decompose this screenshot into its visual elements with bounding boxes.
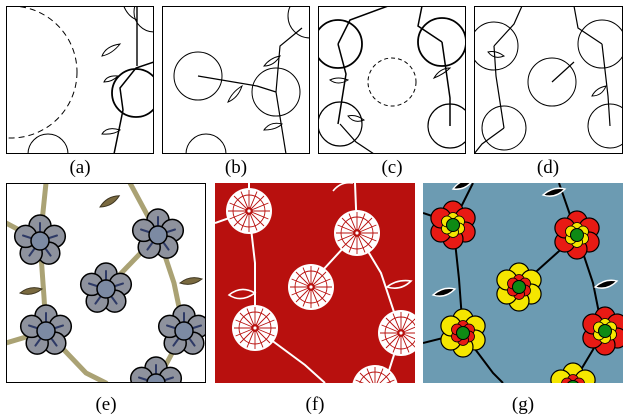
caption-g: (g) — [511, 394, 535, 415]
panel-b-drawing — [162, 6, 310, 154]
stem-a — [113, 61, 154, 154]
panel-g — [423, 183, 623, 383]
panel-a — [6, 6, 154, 154]
circle-top-right — [133, 6, 154, 33]
panel-c — [318, 6, 466, 154]
caption-a: (a) — [69, 157, 91, 178]
caption-f: (f) — [305, 394, 325, 415]
leaf-3 — [101, 128, 122, 135]
panel-e — [6, 183, 206, 383]
panel-b — [162, 6, 310, 154]
panel-g-drawing — [423, 183, 623, 383]
panel-d-drawing — [474, 6, 623, 154]
panel-e-drawing — [6, 183, 206, 383]
panel-a-drawing — [6, 6, 154, 154]
caption-e: (e) — [95, 394, 117, 415]
panel-c-drawing — [318, 6, 466, 154]
panel-f-drawing — [215, 183, 415, 383]
caption-d: (d) — [536, 157, 560, 178]
panel-d — [474, 6, 623, 154]
panel-f — [215, 183, 415, 383]
leaf-1 — [101, 43, 122, 57]
circle-bottom — [27, 133, 69, 154]
caption-b: (b) — [224, 157, 248, 178]
leaf-2 — [103, 75, 120, 83]
caption-c: (c) — [381, 157, 403, 178]
dashed-circle — [6, 6, 78, 139]
